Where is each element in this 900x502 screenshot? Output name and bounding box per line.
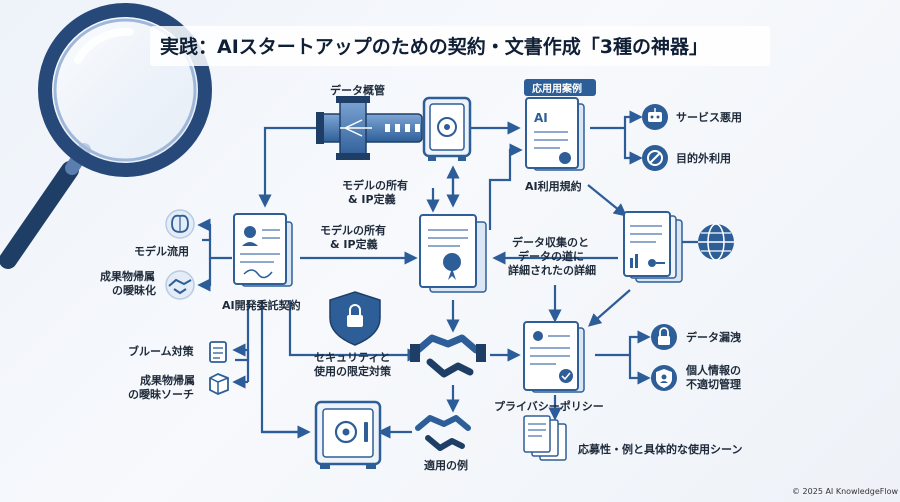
label-personal-info-2: 不適切管理: [686, 377, 741, 391]
connector-to-leak: [628, 330, 651, 355]
copyright: © 2025 AI KnowledgeFlow: [792, 487, 899, 496]
badge-label: 応用用案例: [532, 82, 582, 95]
label-model-ownership-b-2: & IP定義: [330, 237, 378, 251]
label-ambiguous-b-1: 成果物帰属: [140, 373, 195, 387]
connector-terms-to-docs: [587, 184, 628, 217]
handshake-small-icon: [165, 270, 195, 300]
ai-terms-document-icon: AI: [525, 97, 585, 171]
shield-lock-icon: [329, 291, 381, 346]
connector-to-personal: [628, 355, 651, 385]
connector-handshake-small: [197, 258, 212, 292]
svg-text:AI: AI: [534, 111, 548, 125]
label-security-2: 使用の限定対策: [313, 364, 392, 378]
connector-dev-to-brain: [202, 238, 232, 260]
globe-icon: [698, 223, 734, 261]
safe-icon: [422, 96, 472, 161]
label-model-ownership-b-1: モデルの所有: [320, 223, 386, 237]
data-pipe-icon: [316, 96, 423, 160]
connector-center-to-terms: [488, 143, 523, 230]
label-model-leak: モデル流用: [134, 244, 189, 258]
label-data-leak: データ漏洩: [686, 330, 741, 344]
paper-stack-icon: [523, 415, 567, 461]
safe-bottom-icon: [314, 400, 382, 469]
box-icon: [209, 373, 229, 395]
label-ai-terms: AI利用規約: [525, 179, 582, 193]
label-privacy-policy: プライバシーポリシー: [494, 399, 604, 413]
title-card: [150, 26, 770, 66]
handshake-example-icon: [415, 415, 471, 451]
label-dev-contract: AI開発委託契約: [222, 298, 301, 312]
connector-dev-to-safe: [260, 300, 305, 434]
label-bloom: ブルーム対策: [128, 344, 195, 358]
connector-brain: [197, 218, 212, 240]
center-document-icon: [419, 214, 487, 293]
label-recruit-examples: 応募性・例と具体的な使用シーン: [578, 442, 742, 456]
connector-to-offpurpose: [623, 128, 643, 165]
handshake-icon: [410, 334, 486, 378]
connector-pipe-to-dev: [258, 126, 316, 208]
label-example-use: 適用の例: [424, 458, 468, 472]
label-off-purpose: 目的外利用: [676, 151, 731, 165]
robot-icon: [642, 104, 668, 130]
label-ambiguous-b-2: の曖昧ソーチ: [128, 387, 194, 401]
badge-application-cases: [524, 79, 596, 96]
privacy-policy-document-icon: [523, 321, 585, 393]
label-data-collection-2: データの道に: [518, 249, 584, 263]
connector-docs-to-privacy-2: [588, 289, 631, 327]
label-model-ownership-a-1: モデルの所有: [342, 178, 408, 192]
magnifier-icon: [0, 3, 212, 269]
document-stack-icon: [623, 211, 683, 283]
label-personal-info-1: 個人情報の: [685, 363, 741, 377]
label-data-collection-3: 詳細されたの詳細: [508, 263, 596, 277]
page-title: 実践：AIスタートアップのための契約・文書作成「3種の神器」: [160, 35, 708, 58]
label-ambiguous-1: 成果物帰属: [100, 269, 155, 283]
connector-to-abuse: [623, 110, 643, 128]
dev-contract-document-icon: [233, 213, 293, 287]
user-shield-icon: [651, 365, 677, 391]
label-data-overview: データ概管: [330, 83, 385, 97]
label-data-collection-1: データ収集のと: [512, 235, 589, 249]
label-security-1: セキュリティと: [314, 351, 390, 364]
document-small-icon: [209, 341, 227, 363]
label-service-abuse: サービス悪用: [676, 110, 742, 124]
ban-icon: [642, 145, 668, 171]
connector-dev-to-handshake: [288, 300, 421, 362]
label-model-ownership-a-2: & IP定義: [348, 192, 396, 206]
label-ambiguous-2: の曖昧化: [112, 283, 156, 297]
brain-icon: [165, 209, 195, 239]
lock-icon: [651, 324, 677, 350]
